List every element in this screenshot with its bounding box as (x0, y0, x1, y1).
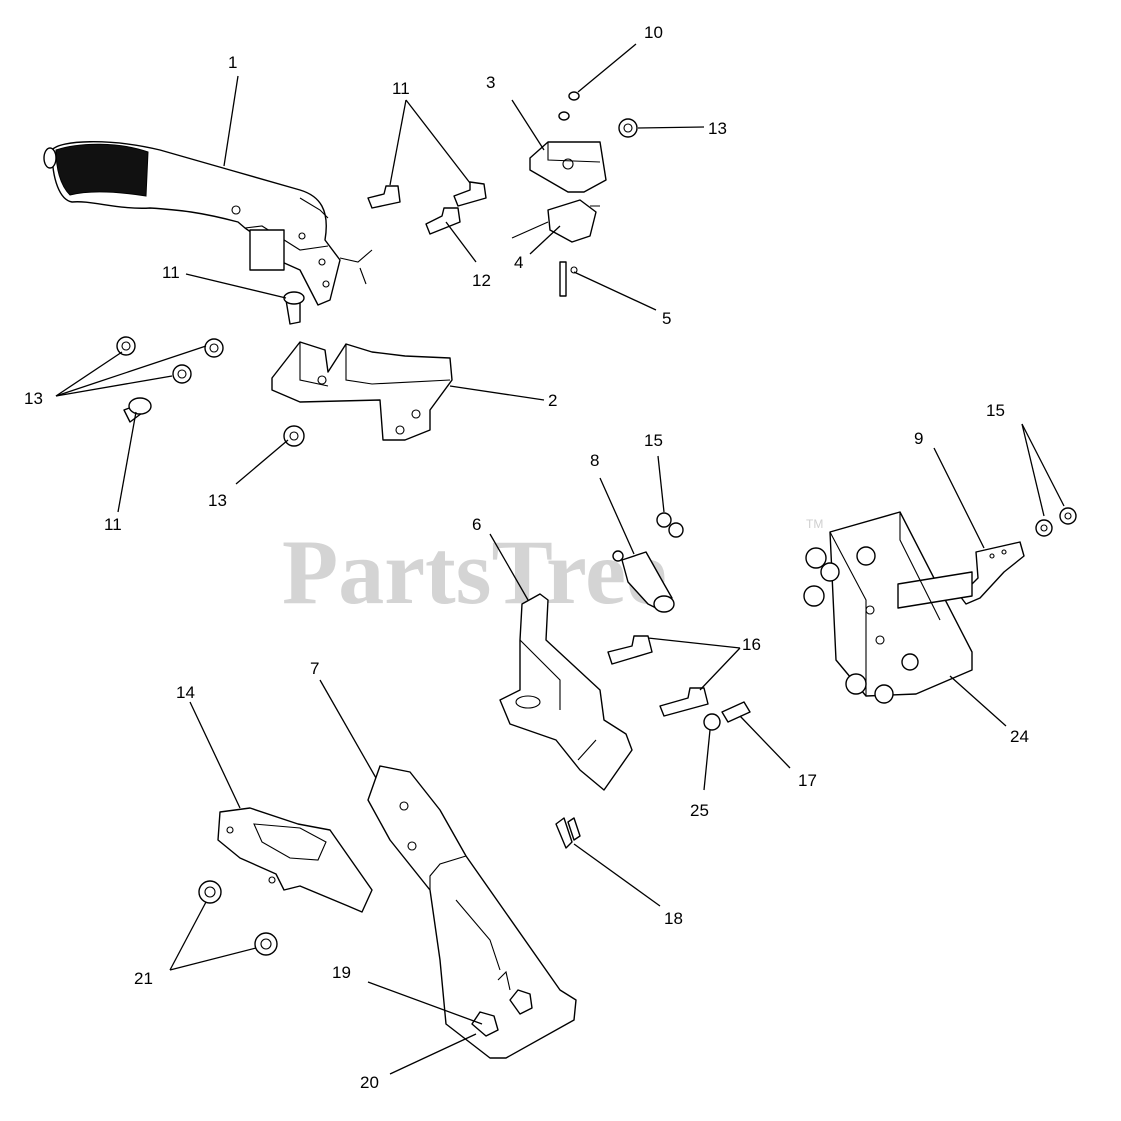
part-10-nut (568, 91, 580, 101)
callout-2: 2 (548, 391, 557, 410)
callout-15-mid: 15 (644, 431, 663, 450)
callout-11-top: 11 (392, 79, 410, 98)
watermark-text: PartsTree (282, 521, 667, 623)
callout-labels: 1 11 3 10 13 4 5 12 11 13 11 2 13 8 15 6… (24, 23, 1029, 1092)
part-11-bolt-group (123, 181, 487, 423)
callout-16: 16 (742, 635, 761, 654)
callout-5: 5 (662, 309, 671, 328)
callout-13-left: 13 (24, 389, 43, 408)
callout-14: 14 (176, 683, 195, 702)
part-13-nut-group (116, 118, 638, 447)
part-21-nut-group (198, 880, 278, 956)
part-16-bolt-group (607, 635, 709, 717)
part-5-pin (559, 261, 578, 297)
part-1-handle-lever (43, 141, 373, 306)
part-14-bracket (217, 807, 373, 913)
callout-13-top: 13 (708, 119, 727, 138)
callout-9: 9 (914, 429, 923, 448)
callout-13-bottom: 13 (208, 491, 227, 510)
part-24-valve-block (803, 511, 973, 704)
callout-19: 19 (332, 963, 351, 982)
part-25-washer (703, 713, 721, 731)
part-15-nut-group (656, 507, 1077, 538)
callout-25: 25 (690, 801, 709, 820)
callout-4: 4 (514, 253, 523, 272)
callout-18: 18 (664, 909, 683, 928)
callout-11-low: 11 (104, 515, 122, 534)
part-18-pin (555, 817, 581, 849)
callout-21: 21 (134, 969, 153, 988)
callout-20: 20 (360, 1073, 379, 1092)
callout-24: 24 (1010, 727, 1029, 746)
part-4-switch (511, 199, 600, 243)
callout-10: 10 (644, 23, 663, 42)
callout-6: 6 (472, 515, 481, 534)
part-12-bolt (425, 207, 461, 235)
part-7-plate (367, 765, 577, 1059)
part-3-plate (529, 141, 607, 193)
part-2-bracket (271, 341, 453, 441)
part-10-washer (558, 111, 570, 121)
callout-8: 8 (590, 451, 599, 470)
callout-11-mid: 11 (162, 263, 180, 282)
watermark-trademark: TM (806, 517, 823, 531)
callout-12: 12 (472, 271, 491, 290)
leader-lines (55, 43, 1065, 1075)
part-8-switch (612, 550, 675, 613)
callout-7: 7 (310, 659, 319, 678)
callout-15-right: 15 (986, 401, 1005, 420)
callout-17: 17 (798, 771, 817, 790)
callout-1: 1 (228, 53, 237, 72)
part-6-bracket (499, 593, 633, 791)
part-17-bolt (721, 701, 751, 723)
callout-3: 3 (486, 73, 495, 92)
